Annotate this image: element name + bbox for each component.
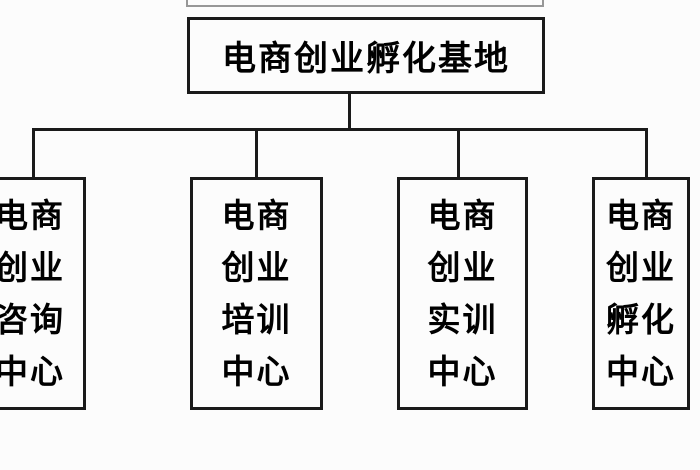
child-node-line: 电商	[0, 196, 65, 234]
child-node-line: 电商	[606, 196, 676, 234]
child-node-line: 电商	[221, 196, 292, 234]
child-node-consulting: 电商 创业 咨询 中心	[0, 177, 86, 410]
child-node-line: 中心	[427, 352, 498, 390]
child-node-line: 创业	[221, 248, 292, 286]
child-node-line: 中心	[221, 352, 292, 390]
root-node-label: 电商创业孵化基地	[222, 40, 510, 78]
child-node-training: 电商 创业 培训 中心	[190, 177, 323, 410]
cropped-box-edge	[186, 0, 544, 7]
connector-drop-practice	[457, 130, 460, 177]
child-node-line: 实训	[427, 300, 498, 338]
child-node-line: 孵化	[606, 300, 676, 338]
child-node-line: 创业	[606, 248, 676, 286]
child-node-line: 中心	[0, 352, 65, 390]
child-node-line: 中心	[606, 352, 676, 390]
connector-horizontal-bar	[32, 128, 648, 131]
child-node-line: 咨询	[0, 300, 65, 338]
root-node: 电商创业孵化基地	[187, 17, 545, 94]
child-node-line: 培训	[221, 300, 292, 338]
child-node-incubation: 电商 创业 孵化 中心	[592, 177, 690, 410]
connector-drop-consulting	[32, 130, 35, 177]
connector-drop-training	[255, 130, 258, 177]
child-node-line: 电商	[427, 196, 498, 234]
connector-root-stem	[348, 94, 351, 130]
child-node-line: 创业	[427, 248, 498, 286]
child-node-line: 创业	[0, 248, 65, 286]
connector-drop-incubation	[645, 130, 648, 177]
child-node-practice: 电商 创业 实训 中心	[397, 177, 528, 410]
